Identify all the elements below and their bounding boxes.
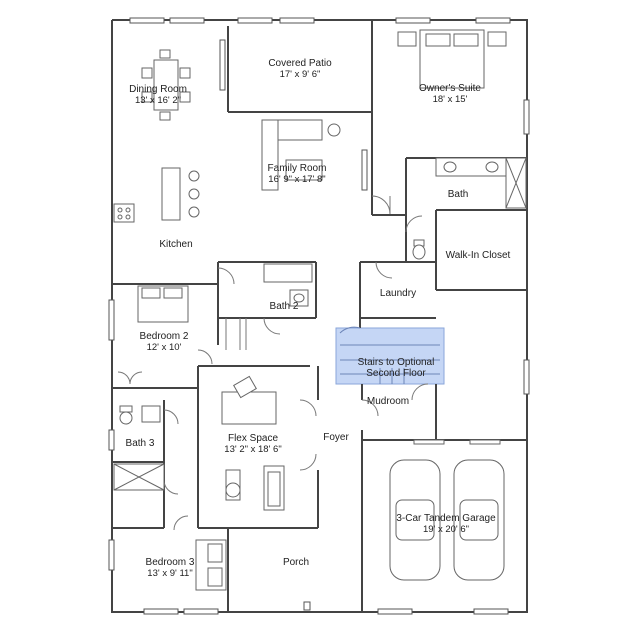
bedroom2-bed: [137, 285, 189, 323]
room-bath3: Bath 3: [125, 438, 155, 449]
room-mudroom: Mudroom: [366, 396, 410, 407]
room-kitchen: Kitchen: [159, 239, 193, 250]
owners-bed: [397, 29, 507, 89]
room-patio: Covered Patio 17' x 9' 6": [268, 58, 332, 80]
room-bath: Bath: [447, 189, 469, 200]
dining-table: [141, 49, 191, 121]
bedroom3-bed: [195, 539, 227, 591]
room-flex-space: Flex Space 13' 2" x 18' 6": [224, 433, 282, 455]
bath3-fixtures: [113, 405, 165, 491]
room-bath2: Bath 2: [269, 301, 299, 312]
stairs-highlight: [335, 327, 445, 385]
room-bedroom2: Bedroom 2 12' x 10': [139, 331, 189, 353]
room-dining: Dining Room 13' x 16' 2": [129, 84, 187, 106]
room-foyer: Foyer: [323, 432, 349, 443]
room-stairs: Stairs to Optional Second Floor: [357, 357, 435, 379]
porch-post: [303, 601, 311, 611]
room-porch: Porch: [282, 557, 310, 568]
room-owners-suite: Owner's Suite 18' x 15': [419, 83, 481, 105]
exterior-walls: [111, 19, 528, 613]
owners-bath-fixtures: [412, 157, 527, 260]
room-laundry: Laundry: [379, 288, 417, 299]
kitchen-island: [113, 167, 200, 223]
flex-space-equipment: [221, 375, 285, 511]
stair-treads: [339, 326, 440, 384]
windows: [108, 17, 530, 615]
room-garage: 3-Car Tandem Garage 19' x 20' 6": [396, 513, 496, 535]
room-bedroom3: Bedroom 3 13' x 9' 11": [145, 557, 195, 579]
bath2-fixtures: [263, 263, 313, 307]
room-walk-in-closet: Walk-In Closet: [445, 250, 511, 261]
family-room-furniture: [261, 119, 341, 191]
door-swings: [117, 195, 429, 531]
room-family: Family Room 16' 9" x 17' 8": [267, 163, 327, 185]
garage-cars: [389, 439, 505, 581]
